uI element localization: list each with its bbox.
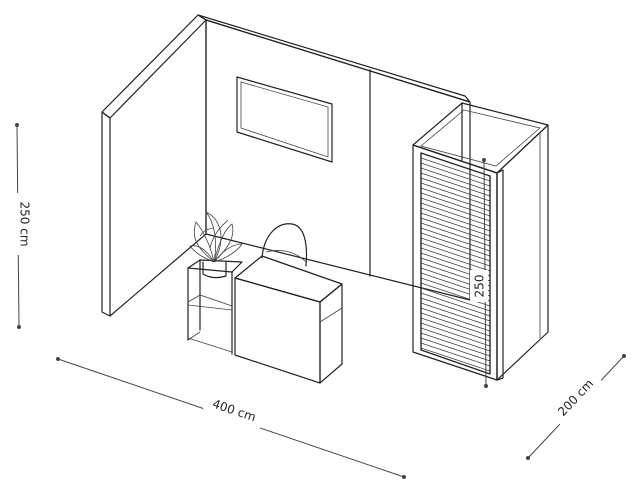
door-slat (420, 232, 491, 257)
door-slat (420, 317, 491, 342)
door-slat (420, 337, 491, 362)
door-slat (420, 217, 491, 242)
door-slat (420, 312, 491, 337)
door-slat (420, 172, 491, 197)
door-slat (420, 227, 491, 252)
door-slat (420, 237, 491, 262)
door-slat (420, 247, 491, 272)
potted-plant (189, 211, 243, 279)
door-slat (420, 157, 491, 182)
counter-desk (234, 255, 343, 384)
cabin-height-dimension: 250 (470, 158, 488, 388)
door-slat (420, 292, 491, 317)
door-slat (420, 192, 491, 217)
door-slat (420, 302, 491, 327)
left-wall (101, 14, 207, 317)
door-slat (420, 222, 491, 247)
door-slat (420, 342, 491, 367)
door-slat (420, 162, 491, 187)
door-slat (420, 182, 491, 207)
back-wall (197, 14, 471, 301)
height-dimension: 250 cm (10, 123, 32, 329)
depth-dimension: 200 cm (526, 354, 626, 460)
door-slat (420, 187, 491, 212)
door-slats (420, 157, 491, 372)
door-slat (420, 347, 491, 372)
door-slat (420, 307, 491, 332)
cabin-height-label: 250 (473, 275, 487, 298)
depth-label: 200 cm (555, 376, 596, 418)
door-slat (420, 282, 491, 307)
shelf-unit (187, 259, 243, 355)
door-slat (420, 212, 491, 237)
width-dimension: 400 cm (56, 357, 406, 479)
door-slat (420, 297, 491, 322)
height-label: 250 cm (18, 201, 32, 246)
door-slat (420, 207, 491, 232)
door-slat (420, 197, 491, 222)
door-slat (420, 327, 491, 352)
door-slat (420, 242, 491, 267)
door-slat (420, 322, 491, 347)
door-slat (420, 177, 491, 202)
storage-cabin (412, 102, 549, 381)
wall-picture (236, 76, 333, 163)
door-slat (420, 167, 491, 192)
door-slat (420, 202, 491, 227)
chair (261, 223, 308, 267)
door-slat (420, 287, 491, 312)
door-slat (420, 332, 491, 357)
